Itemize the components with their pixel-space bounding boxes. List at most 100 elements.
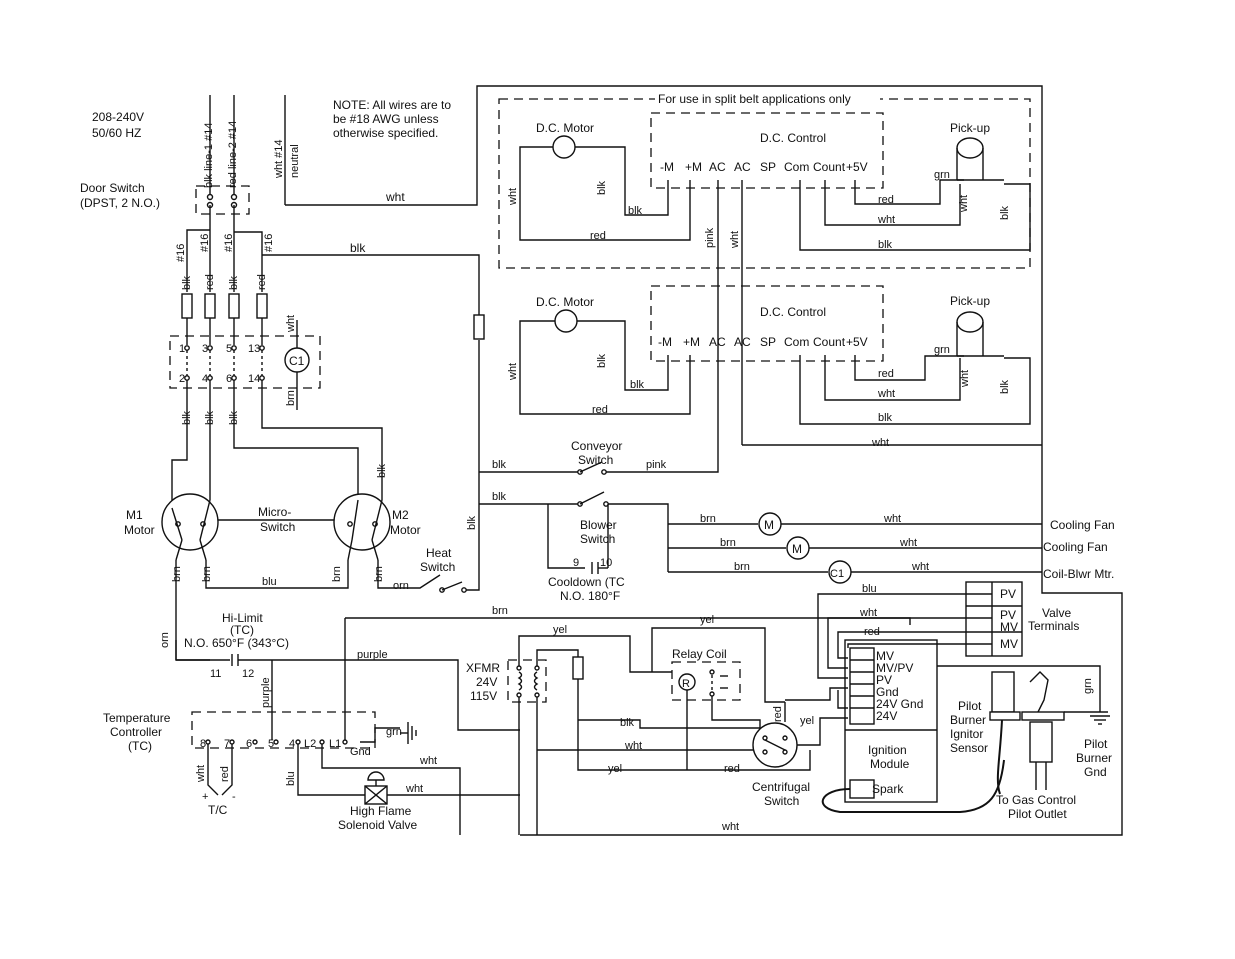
wire-label-brn-m2b: brn — [373, 566, 385, 582]
cooldown-term-9: 9 — [573, 557, 579, 569]
wire-label-grn-top: grn — [934, 169, 950, 181]
valve-terminals — [817, 581, 1023, 679]
tc-thermocouple-label: T/C — [208, 803, 228, 817]
dc-motor-bottom — [519, 309, 691, 415]
dc-top-term-8: +5V — [846, 160, 868, 174]
wire-label-wht-sol: wht — [405, 783, 423, 795]
wire-label-blu-motors: blu — [262, 576, 277, 588]
wire-label-orn-m1: orn — [159, 632, 171, 648]
pickup-top-label: Pick-up — [950, 121, 990, 135]
tc-label-3: (TC) — [128, 739, 152, 753]
dc-bot-term-7: Count — [813, 335, 846, 349]
wire-label-wht-bottom: wht — [721, 821, 739, 833]
valve-term-pv-1: PV — [1000, 587, 1016, 601]
dc-bot-term-4: AC — [734, 335, 751, 349]
dc-motor-top-label: D.C. Motor — [536, 121, 594, 135]
temperature-controller — [191, 711, 461, 835]
wire-label-wht-pu2: wht — [959, 370, 971, 388]
m1-motor — [161, 493, 219, 561]
tc-term-8: 8 — [200, 738, 206, 750]
micro-switch-label-2: Switch — [260, 520, 295, 534]
ignition-spark-label: Spark — [872, 782, 904, 796]
ignition-module-label-2: Module — [870, 757, 910, 771]
coil-blower-label: Coil-Blwr Mtr. — [1043, 567, 1114, 581]
wire-label-wht-ac-return: wht — [871, 437, 889, 449]
cooling-fan-1-label: Cooling Fan — [1050, 518, 1115, 532]
wire-label-red-f4: red — [256, 274, 268, 290]
wire-label-blk-relay: blk — [620, 717, 635, 729]
pilot-gas-label-2: Pilot Outlet — [1008, 807, 1067, 821]
gauge-label-1: #16 — [175, 244, 187, 262]
note-line-3: otherwise specified. — [333, 126, 438, 140]
neutral-label: neutral — [289, 144, 301, 178]
wire-label-orn-m2: orn — [393, 580, 409, 592]
line2-label: red line-2 #14 — [227, 121, 239, 188]
motor-feeds — [171, 380, 383, 508]
note-line-2: be #18 AWG unless — [333, 112, 439, 126]
wire-label-grn-pilot: grn — [1082, 678, 1094, 694]
wire-label-purple-2: purple — [260, 677, 272, 708]
wire-label-blk-m1a: blk — [181, 410, 193, 425]
wire-label-blk-m2b: blk — [376, 463, 388, 478]
relay-coil — [578, 627, 785, 770]
solenoid-label-1: High Flame — [350, 804, 412, 818]
dc-control-top — [650, 112, 1031, 462]
cooldown-term-10: 10 — [600, 557, 612, 569]
heat-switch — [439, 581, 467, 593]
fan1-symbol: M — [764, 518, 774, 532]
dc-control-bottom — [650, 285, 1042, 446]
ign-term-mvpv: MV/PV — [876, 661, 913, 675]
split-belt-label: For use in split belt applications only — [658, 92, 851, 106]
contactor-bot-4: 14 — [248, 373, 260, 385]
wire-label-blk-bot-p: blk — [878, 412, 893, 424]
wire-label-wht-dcm2: wht — [507, 363, 519, 381]
dc-top-term-1: -M — [660, 160, 674, 174]
wire-label-wht-top: wht — [385, 190, 405, 204]
dc-top-term-2: +M — [685, 160, 702, 174]
ign-term-24v: 24V — [876, 709, 897, 723]
pilot-gnd-label-2: Burner — [1076, 751, 1112, 765]
wire-label-wht-tc-l2: wht — [419, 755, 437, 767]
pickup-top — [956, 137, 1004, 181]
wire-label-blk-top: blk — [350, 241, 366, 255]
wire-label-blk-dcm2: blk — [596, 353, 608, 368]
wire-label-wht-bot-p: wht — [877, 388, 895, 400]
contactor-bot-2: 4 — [202, 373, 208, 385]
fuse-group — [181, 293, 485, 345]
contactor-top-4: 13 — [248, 343, 260, 355]
tc-label-2: Controller — [110, 725, 162, 739]
pickup-bottom — [956, 311, 1004, 357]
wire-label-wht-top-ac: wht — [729, 231, 741, 249]
blower-switch — [479, 491, 669, 572]
wire-label-brn-fan2: brn — [720, 537, 736, 549]
gauge-label-4: #16 — [263, 234, 275, 252]
m2-label-1: M2 — [392, 508, 409, 522]
m1-label-1: M1 — [126, 508, 143, 522]
wire-label-wht-tc: wht — [195, 765, 207, 783]
wire-label-blk-m2a: blk — [228, 410, 240, 425]
conveyor-label-1: Conveyor — [571, 439, 622, 453]
pilot-sensor-label-4: Sensor — [950, 741, 988, 755]
wire-label-red-dcm2: red — [592, 404, 608, 416]
gauge-label-3: #16 — [223, 234, 235, 252]
pickup-bottom-label: Pick-up — [950, 294, 990, 308]
dc-motor-bottom-label: D.C. Motor — [536, 295, 594, 309]
tc-term-4: 4 — [289, 738, 295, 750]
wire-label-blk-dcm1: blk — [596, 180, 608, 195]
contactor-top-3: 5 — [226, 343, 232, 355]
heat-switch-label-1: Heat — [426, 546, 452, 560]
ignition-module — [785, 639, 938, 803]
conveyor-switch — [479, 461, 719, 475]
valve-term-pv-2: PV — [1000, 608, 1016, 622]
wire-label-purple-1: purple — [357, 649, 388, 661]
hilimit-label-1: Hi-Limit — [222, 611, 263, 625]
transformer — [507, 635, 811, 835]
voltage-label: 208-240V — [92, 110, 144, 124]
wire-label-blk-m1b: blk — [204, 410, 216, 425]
wire-label-red-relay: red — [724, 763, 740, 775]
xfmr-label-3: 115V — [470, 689, 497, 703]
cooldown-label-1: Cooldown (TC — [548, 575, 625, 589]
dc-control-top-label: D.C. Control — [760, 131, 826, 145]
wire-label-wht-pu1: wht — [958, 195, 970, 213]
